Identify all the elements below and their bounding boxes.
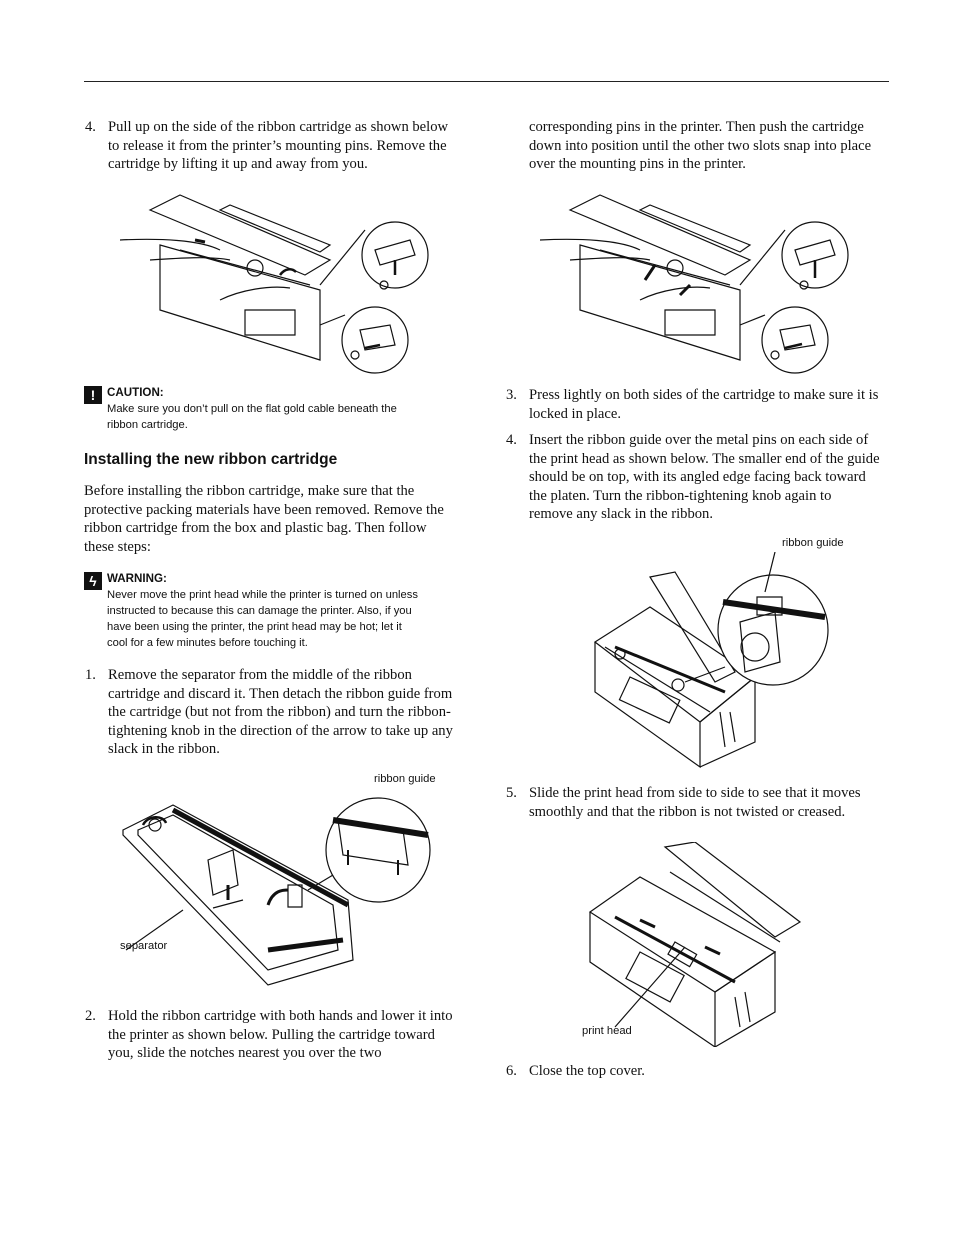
warning-line: cool for a few minutes before touching i… xyxy=(107,637,308,649)
intro-line: these steps: xyxy=(84,538,151,555)
step-number: 5. xyxy=(506,785,517,801)
intro-line: protective packing materials have been r… xyxy=(84,501,444,518)
caution-line: Make sure you don’t pull on the flat gol… xyxy=(107,403,397,415)
step-line: you, slide the notches nearest you over … xyxy=(108,1045,382,1062)
separator-label: separator xyxy=(120,940,168,952)
step-line: tightening knob in the direction of the … xyxy=(108,722,453,739)
step-line: Press lightly on both sides of the cartr… xyxy=(529,387,879,403)
header-rule xyxy=(84,81,889,82)
continuation-paragraph: corresponding pins in the printer. Then … xyxy=(529,118,899,174)
step-line: cartridge and discard it. Then detach th… xyxy=(108,685,453,702)
step-line: cartridge by lifting it up and away from… xyxy=(108,156,368,173)
lightning-icon: ϟ xyxy=(84,572,102,590)
install-cartridge-illustration xyxy=(540,190,860,380)
step-number: 6. xyxy=(506,1063,517,1079)
ribbon-guide-label: ribbon guide xyxy=(782,537,844,549)
intro-line: Before installing the ribbon cartridge, … xyxy=(84,483,415,499)
section-heading: Installing the new ribbon cartridge xyxy=(84,451,338,468)
step-line: Insert the ribbon guide over the metal p… xyxy=(529,432,869,448)
continuation-line: down into position until the other two s… xyxy=(529,137,872,154)
remove-cartridge-illustration xyxy=(120,190,440,380)
step-line: the print head as shown below. The small… xyxy=(529,450,880,467)
step-line: should be on top, with its angled edge f… xyxy=(529,469,866,486)
step-line: the cartridge (but not from the ribbon) … xyxy=(108,704,451,721)
step-line: locked in place. xyxy=(529,405,621,422)
warning-title: WARNING: xyxy=(107,572,167,585)
continuation-line: corresponding pins in the printer. Then … xyxy=(529,119,864,135)
ribbon-guide-label: ribbon guide xyxy=(374,773,436,785)
step-line: Hold the ribbon cartridge with both hand… xyxy=(108,1008,453,1024)
step-line: Pull up on the side of the ribbon cartri… xyxy=(108,119,449,135)
step-line: the platen. Turn the ribbon-tightening k… xyxy=(529,487,832,504)
step-number: 2. xyxy=(85,1008,96,1024)
caution-note: ! CAUTION: Make sure you don’t pull on t… xyxy=(84,385,467,433)
step-line: to release it from the printer’s mountin… xyxy=(108,137,447,154)
warning-line: instructed to because this can damage th… xyxy=(107,605,412,617)
warning-line: Never move the print head while the prin… xyxy=(107,589,418,601)
warning-note: ϟ WARNING: Never move the print head whi… xyxy=(84,571,477,651)
intro-paragraph: Before installing the ribbon cartridge, … xyxy=(84,482,484,556)
step-line: slack in the ribbon. xyxy=(108,741,220,758)
caution-line: ribbon cartridge. xyxy=(107,419,188,431)
step-line: Remove the separator from the middle of … xyxy=(108,667,412,683)
step-number: 1. xyxy=(85,667,96,683)
cartridge-separator-illustration xyxy=(118,790,433,1000)
step-line: smoothly and that the ribbon is not twis… xyxy=(529,803,846,820)
step-line: the printer as shown below. Pulling the … xyxy=(108,1026,435,1043)
step-line: Close the top cover. xyxy=(529,1063,645,1079)
exclamation-icon: ! xyxy=(84,386,102,404)
step-number: 4. xyxy=(506,432,517,448)
step-line: remove any slack in the ribbon. xyxy=(529,506,713,523)
ribbon-guide-illustration xyxy=(575,552,875,777)
continuation-line: over the mounting pins in the printer. xyxy=(529,156,746,173)
warning-line: have been using the printer, the print h… xyxy=(107,621,402,633)
step-line: Slide the print head from side to side t… xyxy=(529,785,861,801)
caution-title: CAUTION: xyxy=(107,386,164,399)
print-head-label: print head xyxy=(582,1025,632,1037)
print-head-illustration xyxy=(585,842,825,1047)
intro-line: ribbon cartridge from the box and plasti… xyxy=(84,520,427,537)
step-number: 3. xyxy=(506,387,517,403)
step-number: 4. xyxy=(85,119,96,135)
